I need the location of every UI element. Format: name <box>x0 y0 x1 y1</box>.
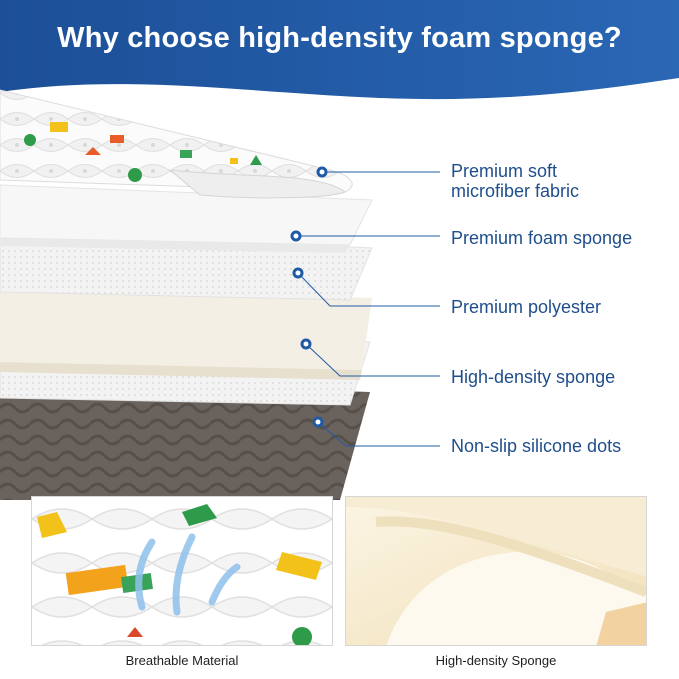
label-polyester: Premium polyester <box>451 297 602 317</box>
breathable-material-photo <box>31 496 333 646</box>
high-density-sponge-caption: High-density Sponge <box>435 653 557 668</box>
header-banner: Why choose high-density foam sponge? <box>0 0 679 110</box>
breathable-material-caption: Breathable Material <box>125 653 239 668</box>
high-density-sponge-photo <box>345 496 647 646</box>
label-microfiber-fabric: Premium soft microfiber fabric <box>451 161 579 201</box>
label-microfiber-line1: Premium soft <box>451 161 558 181</box>
high-density-sponge-layer <box>0 285 372 380</box>
non-slip-layer <box>0 380 370 500</box>
label-foam-sponge: Premium foam sponge <box>451 228 633 248</box>
page-title: Why choose high-density foam sponge? <box>57 22 622 54</box>
fabric-print-decorations <box>24 122 262 182</box>
microfiber-fabric-layer <box>0 89 353 199</box>
banner-wave-shape <box>0 0 679 100</box>
airflow-arrows-icon <box>135 533 241 616</box>
label-high-density-sponge: High-density sponge <box>451 367 616 387</box>
label-non-slip-dots: Non-slip silicone dots <box>451 436 622 456</box>
label-microfiber-line2: microfiber fabric <box>451 181 580 201</box>
layer-stack-illustration <box>0 80 679 500</box>
